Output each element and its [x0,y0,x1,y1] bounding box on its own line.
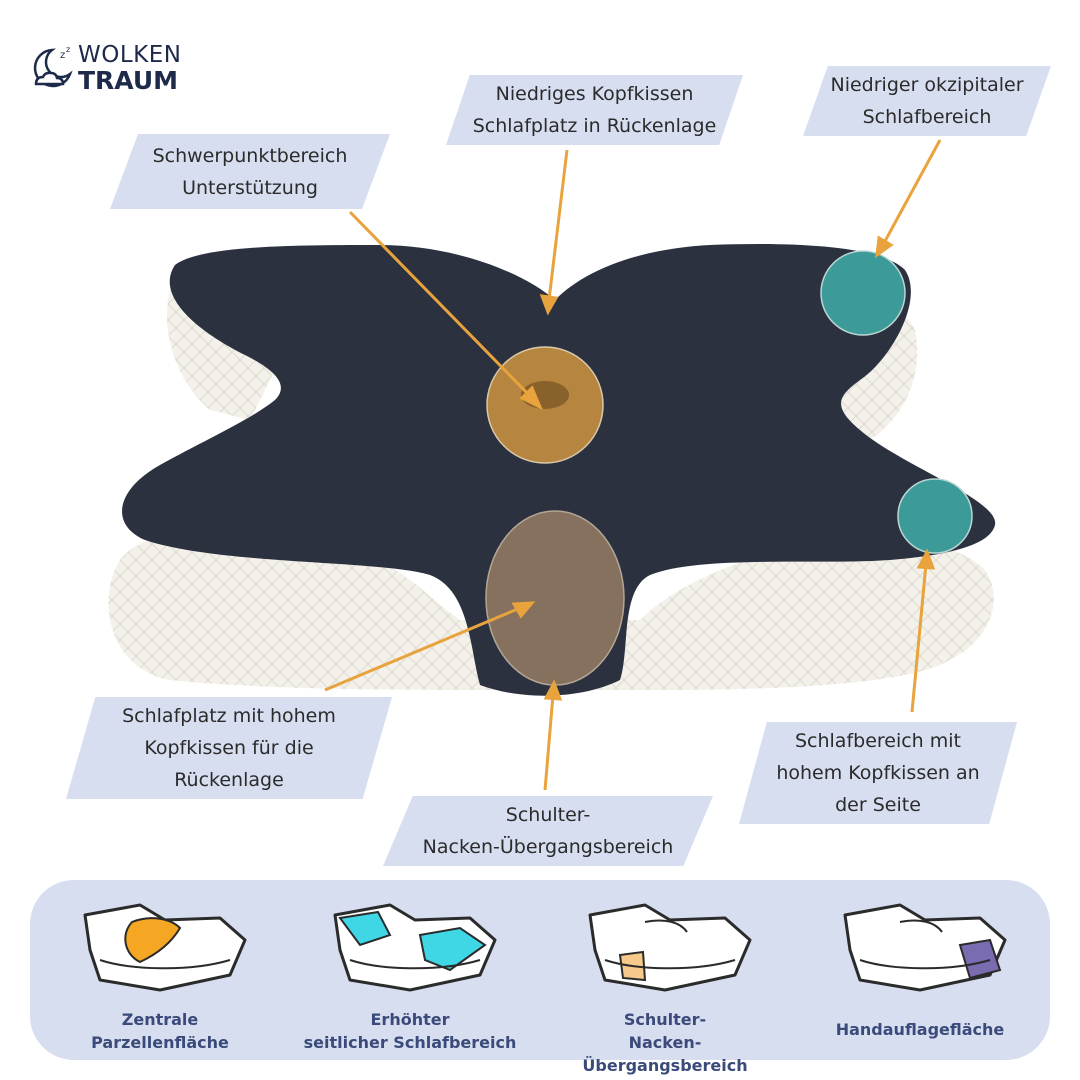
moon-cloud-icon: z z [33,45,73,88]
callout-center-support: Schwerpunktbereich Unterstützung [110,134,390,209]
callout-back-high: Schlafplatz mit hohem Kopfkissen für die… [66,697,392,799]
callout-occipital: Niedriger okzipitaler Schlafbereich [803,66,1051,136]
callout-shoulder-neck: Schulter- Nacken-Übergangsbereich [383,796,713,866]
feature-label: Erhöhter seitlicher Schlafbereich [303,1010,517,1052]
feature-item-shoulder: Schulter- Nacken-Übergangsbereich [550,880,780,1075]
brand-logo: z z WOLKEN TRAUM [30,40,200,100]
feature-label: Handauflagefläche [835,1020,1005,1039]
zone-back-high [485,510,625,686]
feature-item-center: Zentrale Parzellenfläche [45,880,275,1060]
pillow-hand-rest-icon [843,903,1007,992]
pillow-base [108,526,994,690]
pillow-illustration [108,139,996,791]
brand-name-line2: TRAUM [78,66,179,95]
zone-side-high [897,478,973,554]
callout-arrows [324,139,942,791]
callout-center-support-text: Schwerpunktbereich Unterstützung [152,144,348,199]
brand-name-line1: WOLKEN [78,42,182,68]
pillow-top [122,244,996,696]
callout-side-high: Schlafbereich mit hohem Kopfkissen an de… [739,722,1017,824]
pillow-center-zone-icon [83,903,247,992]
feature-item-hand-rest: Handauflagefläche [805,880,1035,1060]
feature-item-side: Erhöhter seitlicher Schlafbereich [295,880,525,1060]
feature-label: Zentrale Parzellenfläche [91,1010,229,1052]
callout-back-low: Niedriges Kopfkissen Schlafplatz in Rück… [446,75,743,145]
feature-panel: Zentrale Parzellenfläche Erhöhter seitli… [30,880,1050,1075]
feature-label: Schulter- Nacken-Übergangsbereich [582,1010,748,1075]
svg-text:z: z [66,45,70,54]
pillow-shoulder-zone-icon [588,903,752,992]
svg-text:z: z [60,50,65,61]
callout-side-high-text: Schlafbereich mit hohem Kopfkissen an de… [776,730,980,816]
callout-shoulder-neck-text: Schulter- Nacken-Übergangsbereich [422,804,674,858]
callout-back-low-text: Niedriges Kopfkissen Schlafplatz in Rück… [472,83,717,137]
callout-back-high-text: Schlafplatz mit hohem Kopfkissen für die… [122,705,336,791]
pillow-side-zone-icon [333,903,497,992]
zone-occipital [820,250,906,336]
callout-occipital-text: Niedriger okzipitaler Schlafbereich [830,74,1024,128]
